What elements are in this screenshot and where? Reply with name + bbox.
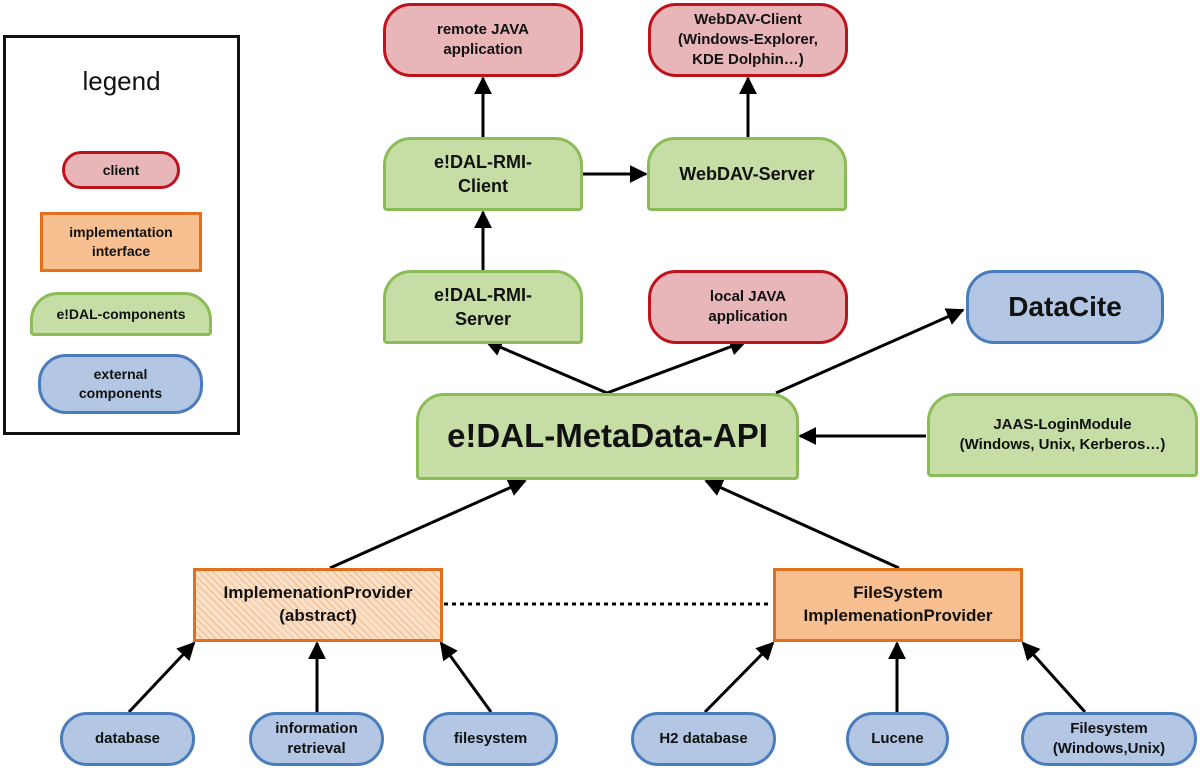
webdav-client: WebDAV-Client (Windows-Explorer, KDE Dol… bbox=[648, 3, 848, 77]
legend-external-components: external components bbox=[38, 354, 203, 414]
filesystem-implementation-provider: FileSystem ImplemenationProvider bbox=[773, 568, 1023, 642]
legend-implementation-interface: implementation interface bbox=[40, 212, 202, 272]
filesystem-node: filesystem bbox=[423, 712, 558, 766]
edge-filesystem-to-impl bbox=[439, 641, 493, 713]
filesystem-windows-unix-node: Filesystem (Windows,Unix) bbox=[1021, 712, 1197, 766]
legend-title: legend bbox=[82, 66, 161, 96]
information-retrieval-node: information retrieval bbox=[249, 712, 384, 766]
edge-database-to-impl bbox=[127, 641, 196, 714]
edal-rmi-server: e!DAL-RMI- Server bbox=[383, 270, 583, 344]
edge-api-to-datacite bbox=[775, 308, 965, 395]
edge-filesystem-os-to-fs-impl bbox=[1021, 641, 1087, 714]
database-node: database bbox=[60, 712, 195, 766]
lucene-node: Lucene bbox=[846, 712, 949, 766]
edge-impl-to-api bbox=[329, 479, 527, 570]
edge-api-to-rmi-server bbox=[484, 339, 608, 395]
edge-fs-impl-to-api bbox=[704, 479, 900, 570]
edge-api-to-local-java bbox=[606, 338, 748, 395]
edge-h2-to-fs-impl bbox=[703, 641, 775, 714]
h2-database-node: H2 database bbox=[631, 712, 776, 766]
legend-edal-components: e!DAL-components bbox=[30, 292, 212, 336]
webdav-server: WebDAV-Server bbox=[647, 137, 847, 211]
legend-client: client bbox=[62, 151, 180, 189]
implementation-provider-abstract: ImplemenationProvider (abstract) bbox=[193, 568, 443, 642]
edal-metadata-api: e!DAL-MetaData-API bbox=[416, 393, 799, 480]
remote-java-application: remote JAVA application bbox=[383, 3, 583, 77]
jaas-login-module: JAAS-LoginModule (Windows, Unix, Kerbero… bbox=[927, 393, 1198, 477]
local-java-application: local JAVA application bbox=[648, 270, 848, 344]
edal-rmi-client: e!DAL-RMI- Client bbox=[383, 137, 583, 211]
datacite-node: DataCite bbox=[966, 270, 1164, 344]
